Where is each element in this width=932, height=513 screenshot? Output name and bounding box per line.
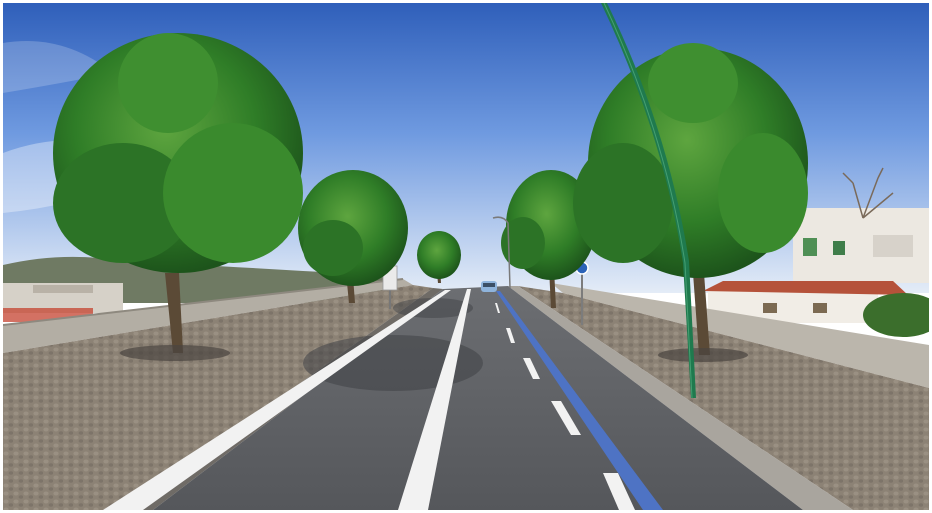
- bike-lane-line: [496, 291, 663, 510]
- buildings-right: [703, 208, 929, 323]
- road-shadow: [303, 335, 483, 391]
- left-wall: [3, 279, 413, 353]
- right-wall: [551, 283, 929, 388]
- lamp-pole-highlight: [603, 3, 693, 399]
- center-line: [398, 289, 471, 510]
- left-sidewalk: [3, 285, 433, 510]
- street-view-scene: [3, 3, 929, 510]
- scene-svg: [3, 3, 929, 510]
- tree-left-large: [53, 33, 303, 361]
- tree-left-medium: [298, 170, 408, 303]
- right-curb: [508, 286, 853, 510]
- distant-car: [481, 281, 497, 292]
- cloud-wisp: [3, 41, 113, 93]
- bare-tree-right: [842, 167, 894, 219]
- road: [153, 286, 803, 510]
- dashed-lane: [495, 303, 635, 510]
- left-edge-line: [103, 290, 451, 510]
- distant-lamp: [492, 216, 511, 289]
- tree-left-small: [417, 231, 461, 283]
- lamp-pole: [601, 3, 696, 398]
- right-sidewalk: [518, 286, 929, 510]
- tree-right-large: [573, 43, 808, 362]
- bush-right: [863, 293, 929, 337]
